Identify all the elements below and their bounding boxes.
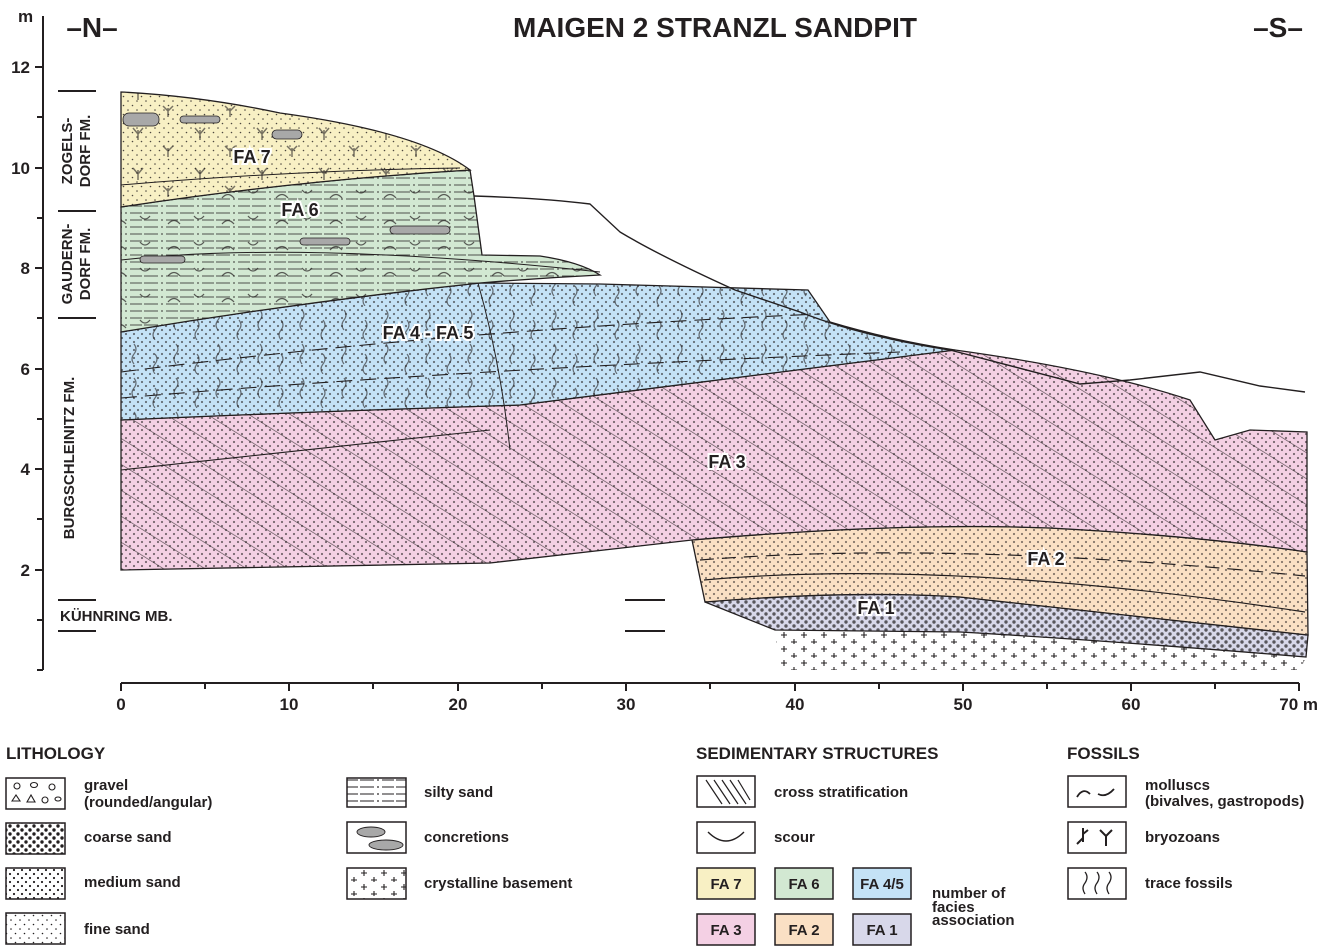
legend-header-lithology: LITHOLOGY [6,744,106,763]
y-tick-label: 6 [21,360,30,379]
formation-label: GAUDERN- [59,224,76,305]
legend-fossils: FOSSILS molluscs (bivalves, gastropods) … [1067,744,1304,899]
facies-label-fa1: FA 1 [857,598,894,618]
formation-label: ZOGELS- [59,118,76,185]
y-axis: m 2 4 6 8 10 12 [11,7,43,670]
formation-label: KÜHNRING MB. [60,608,173,625]
chip-label: FA 4/5 [860,876,904,893]
section-title: MAIGEN 2 STRANZL SANDPIT [513,12,917,43]
legend-label: crystalline basement [424,875,572,892]
legend-label: coarse sand [84,829,172,846]
legend-header-fossils: FOSSILS [1067,744,1140,763]
north-direction-label: –N– [66,12,117,43]
facies-label-fa7: FA 7 [233,147,270,167]
y-tick-label: 2 [21,561,30,580]
coarse-sand-swatch [6,823,65,854]
facies-label-fa6: FA 6 [281,200,318,220]
x-tick-label: 50 [954,695,973,714]
formation-label: DORF FM. [77,228,94,301]
south-direction-label: –S– [1253,12,1303,43]
cross-stratification-swatch [697,776,755,807]
legend-label: (bivalves, gastropods) [1145,793,1304,810]
y-axis-unit: m [18,7,33,26]
facies-label-fa2: FA 2 [1027,549,1064,569]
x-tick-label: 30 [617,695,636,714]
chips-note: association [932,912,1015,929]
formation-label: DORF FM. [77,115,94,188]
legend-label: medium sand [84,874,181,891]
crystalline-basement-swatch [347,868,406,899]
chip-label: FA 1 [866,922,897,939]
facies-label-fa4-fa5: FA 4 - FA 5 [383,323,474,343]
bryozoans-icon [1068,822,1126,853]
legend-label: trace fossils [1145,875,1233,892]
legend-label: concretions [424,829,509,846]
formation-label: BURGSCHLEINITZ FM. [61,377,78,540]
legend-label: gravel [84,777,128,794]
facies-label-fa3: FA 3 [708,452,745,472]
legend-label: bryozoans [1145,829,1220,846]
medium-sand-swatch [6,868,65,899]
y-tick-label: 4 [21,460,31,479]
legend-lithology: LITHOLOGY gravel (rounded/angular) coars… [6,744,572,944]
y-tick-label: 10 [11,159,30,178]
molluscs-icon [1068,776,1126,807]
y-tick-label: 12 [11,58,30,77]
legend-header-structures: SEDIMENTARY STRUCTURES [696,744,938,763]
legend-label: (rounded/angular) [84,794,212,811]
chip-label: FA 7 [710,876,741,893]
x-tick-label: 10 [280,695,299,714]
fine-sand-swatch [6,913,65,944]
legend-label: cross stratification [774,784,908,801]
chip-label: FA 6 [788,876,819,893]
x-tick-label-last: 70 m [1279,695,1318,714]
legend-structures: SEDIMENTARY STRUCTURES cross stratificat… [696,744,1015,945]
chip-label: FA 3 [710,922,741,939]
x-tick-label: 40 [786,695,805,714]
x-tick-label: 0 [116,695,125,714]
x-tick-label: 60 [1122,695,1141,714]
scour-swatch [697,822,755,853]
chip-label: FA 2 [788,922,819,939]
legend-label: silty sand [424,784,493,801]
silty-sand-swatch [347,778,406,807]
legend-label: scour [774,829,815,846]
y-tick-label: 8 [21,259,30,278]
x-tick-label: 20 [449,695,468,714]
cross-section: FA 7 FA 6 FA 4 - FA 5 FA 3 FA 2 FA 1 [121,92,1308,670]
x-axis: 0 10 20 30 40 50 60 70 m [116,683,1318,714]
legend-label: fine sand [84,921,150,938]
legend-label: molluscs [1145,777,1210,794]
